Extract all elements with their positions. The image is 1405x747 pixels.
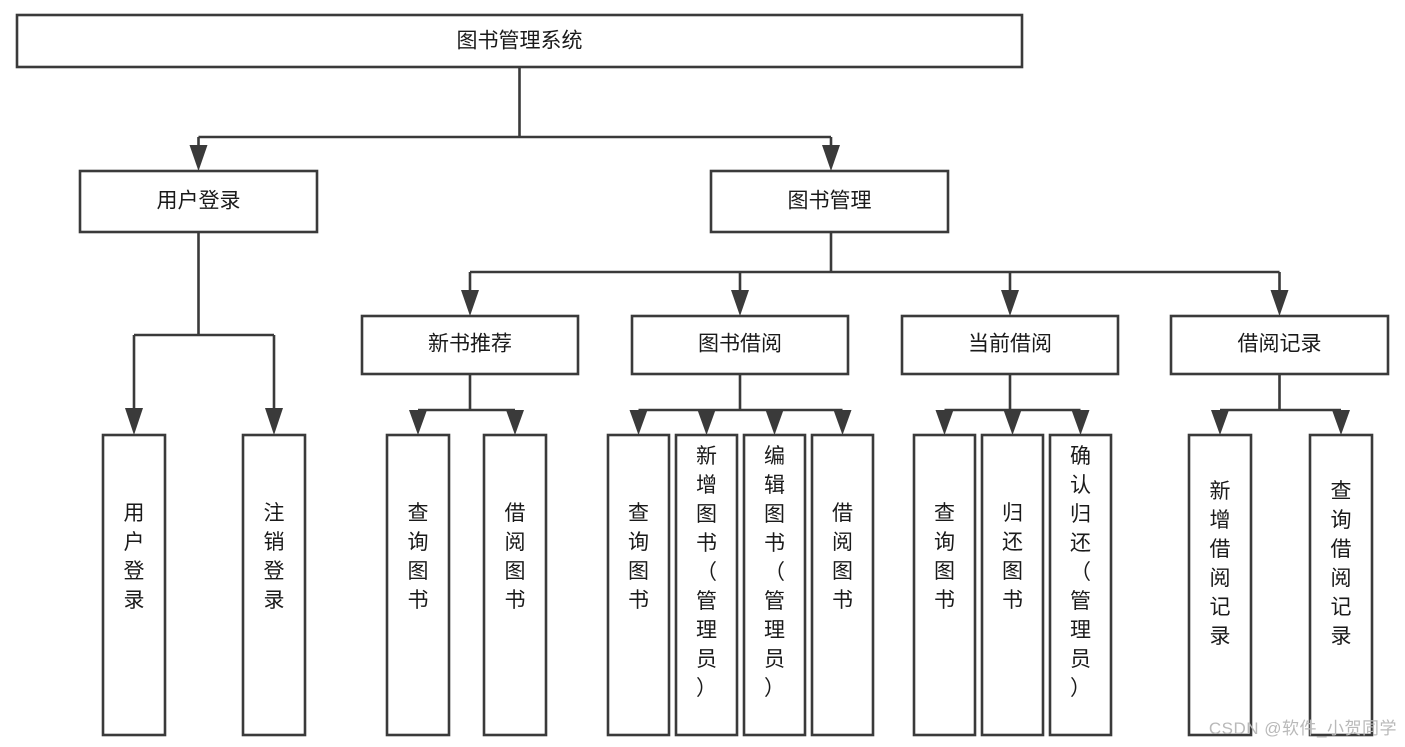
node-leaf-bb-edit-box[interactable]: [742, 433, 807, 737]
node-leaf-rec-borrow-box[interactable]: [482, 433, 548, 737]
node-book-borrow-box[interactable]: [630, 314, 850, 376]
node-leaf-user-logout-box[interactable]: [241, 433, 307, 737]
node-leaf-user-logout[interactable]: 注销登录: [241, 433, 307, 737]
node-leaf-user-login-label: 用户登录: [124, 502, 145, 612]
node-leaf-cb-confirm-box[interactable]: [1048, 433, 1113, 737]
arrow-to-borrow-record: [1270, 290, 1289, 316]
node-leaf-br-query-label: 查询借阅记录: [1331, 480, 1352, 648]
arrow-to-leaf-br-add: [1211, 410, 1229, 435]
node-leaf-cb-return-label: 归还图书: [1002, 502, 1023, 612]
arrow-to-book-borrow: [731, 290, 749, 316]
node-book-manage-label: 图书管理: [788, 190, 872, 213]
node-current-borrow-box[interactable]: [900, 314, 1120, 376]
arrow-root-to-user-login: [189, 145, 208, 171]
node-leaf-rec-query-box[interactable]: [385, 433, 451, 737]
arrow-to-leaf-rec-query: [409, 410, 427, 435]
node-leaf-bb-borrow[interactable]: 借阅图书: [810, 433, 875, 737]
node-book-borrow[interactable]: 图书借阅: [630, 314, 850, 376]
nodes-layer: 图书管理系统 用户登录 图书管理 新书推荐 图书借阅 当前: [15, 13, 1390, 737]
arrow-to-leaf-user-logout: [265, 408, 283, 435]
node-user-login[interactable]: 用户登录: [78, 169, 319, 234]
arrow-to-leaf-bb-edit: [765, 410, 784, 435]
node-leaf-cb-query-box[interactable]: [912, 433, 977, 737]
node-leaf-cb-return[interactable]: 归还图书: [980, 433, 1045, 737]
node-leaf-bb-query-box[interactable]: [606, 433, 671, 737]
node-book-manage[interactable]: 图书管理: [709, 169, 950, 234]
node-leaf-bb-borrow-label: 借阅图书: [832, 502, 853, 612]
arrow-root-to-book-manage: [822, 145, 840, 171]
node-leaf-user-login-box[interactable]: [101, 433, 167, 737]
node-leaf-cb-query[interactable]: 查询图书: [912, 433, 977, 737]
arrow-to-current-borrow: [1001, 290, 1019, 316]
node-user-login-label: 用户登录: [157, 190, 241, 213]
node-leaf-rec-query-label: 查询图书: [408, 502, 429, 612]
arrow-to-leaf-br-query: [1332, 410, 1350, 435]
arrow-to-leaf-rec-borrow: [506, 410, 524, 435]
node-leaf-rec-borrow-label: 借阅图书: [505, 502, 526, 612]
node-borrow-record-label: 借阅记录: [1238, 333, 1322, 356]
node-leaf-user-logout-label: 注销登录: [264, 502, 285, 612]
node-root-label: 图书管理系统: [457, 30, 583, 53]
node-leaf-bb-query-label: 查询图书: [628, 502, 649, 612]
node-leaf-rec-borrow[interactable]: 借阅图书: [482, 433, 548, 737]
node-leaf-cb-return-box[interactable]: [980, 433, 1045, 737]
node-root[interactable]: 图书管理系统: [15, 13, 1024, 69]
node-leaf-bb-add[interactable]: 新增图书（管理员）: [674, 433, 739, 737]
node-new-book-rec-label: 新书推荐: [428, 333, 512, 356]
node-current-borrow-label: 当前借阅: [968, 333, 1052, 356]
node-new-book-rec-box[interactable]: [360, 314, 580, 376]
node-leaf-br-add[interactable]: 新增借阅记录: [1187, 433, 1253, 737]
node-leaf-br-add-box[interactable]: [1187, 433, 1253, 737]
node-leaf-bb-query[interactable]: 查询图书: [606, 433, 671, 737]
arrow-to-leaf-bb-add: [697, 410, 716, 435]
node-borrow-record[interactable]: 借阅记录: [1169, 314, 1390, 376]
csdn-watermark: CSDN @软件_小贺同学: [1208, 719, 1397, 738]
arrow-to-leaf-cb-confirm: [1071, 410, 1090, 435]
node-leaf-bb-borrow-box[interactable]: [810, 433, 875, 737]
node-leaf-bb-add-box[interactable]: [674, 433, 739, 737]
node-leaf-bb-edit[interactable]: 编辑图书（管理员）: [742, 433, 807, 737]
node-borrow-record-box[interactable]: [1169, 314, 1390, 376]
arrow-to-leaf-cb-return: [1003, 410, 1022, 435]
arrow-to-leaf-bb-query: [629, 410, 648, 435]
node-current-borrow[interactable]: 当前借阅: [900, 314, 1120, 376]
node-leaf-user-login[interactable]: 用户登录: [101, 433, 167, 737]
node-leaf-bb-add-label: 新增图书（管理员）: [696, 445, 717, 700]
node-leaf-rec-query[interactable]: 查询图书: [385, 433, 451, 737]
node-leaf-cb-confirm[interactable]: 确认归还（管理员）: [1048, 433, 1113, 737]
node-leaf-bb-edit-label: 编辑图书（管理员）: [764, 445, 785, 700]
node-book-manage-box[interactable]: [709, 169, 950, 234]
edges-layer: [125, 67, 1350, 435]
node-leaf-cb-confirm-label: 确认归还（管理员）: [1070, 445, 1091, 700]
arrow-to-new-book-rec: [461, 290, 479, 316]
node-book-borrow-label: 图书借阅: [698, 333, 782, 356]
node-leaf-br-add-label: 新增借阅记录: [1210, 480, 1231, 648]
arrow-to-leaf-bb-borrow: [833, 410, 852, 435]
node-root-box[interactable]: [15, 13, 1024, 69]
node-user-login-box[interactable]: [78, 169, 319, 234]
arrow-to-leaf-cb-query: [935, 410, 954, 435]
arrow-to-leaf-user-login: [125, 408, 143, 435]
node-leaf-br-query-box[interactable]: [1308, 433, 1374, 737]
node-new-book-rec[interactable]: 新书推荐: [360, 314, 580, 376]
node-leaf-br-query[interactable]: 查询借阅记录: [1308, 433, 1374, 737]
node-leaf-cb-query-label: 查询图书: [934, 502, 955, 612]
